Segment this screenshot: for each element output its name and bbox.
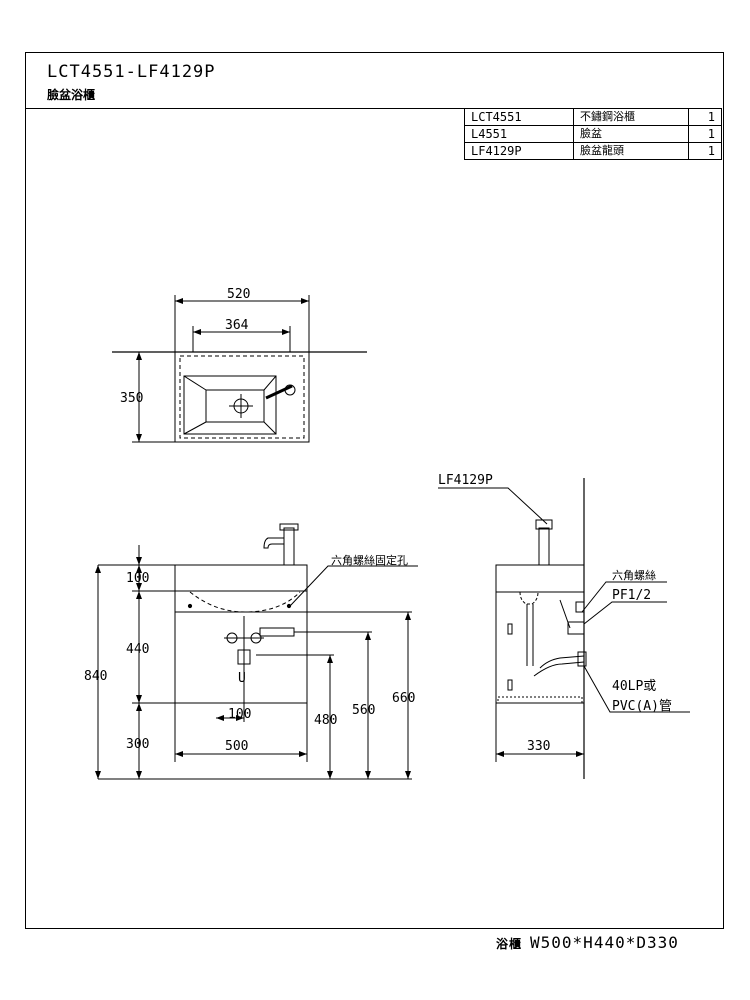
dim-top-width: 520 bbox=[227, 287, 250, 302]
screw-hole-label: 六角螺絲固定孔 bbox=[331, 553, 408, 567]
table-row: L4551 臉盆 1 bbox=[464, 125, 722, 143]
model-title: LCT4551-LF4129P bbox=[47, 62, 216, 82]
dim-top-inner: 364 bbox=[225, 318, 249, 333]
footer-spec: 浴櫃 W500*H440*D330 bbox=[496, 933, 679, 952]
dim-front-cabinet: 440 bbox=[126, 642, 149, 657]
dim-front-bottom: 300 bbox=[126, 737, 149, 752]
footer-label: 浴櫃 bbox=[496, 937, 523, 951]
dim-front-top: 100 bbox=[126, 571, 149, 586]
drain-trap-label: U bbox=[238, 671, 246, 686]
part-name: 不鏽鋼浴櫃 bbox=[573, 108, 689, 126]
dim-front-total: 840 bbox=[84, 669, 107, 684]
dim-side-depth: 330 bbox=[527, 739, 550, 754]
dim-front-drain-offset: 100 bbox=[228, 707, 251, 722]
dim-front-660: 660 bbox=[392, 691, 415, 706]
trap-label: 40LP或 bbox=[612, 679, 656, 694]
part-qty: 1 bbox=[688, 125, 722, 143]
dim-front-width: 500 bbox=[225, 739, 248, 754]
drawing-frame bbox=[25, 52, 724, 929]
side-view bbox=[438, 478, 690, 779]
top-view bbox=[112, 295, 367, 443]
front-view bbox=[95, 523, 418, 780]
model-subtitle: 臉盆浴櫃 bbox=[47, 88, 96, 102]
part-qty: 1 bbox=[688, 142, 722, 160]
faucet-leader-label: LF4129P bbox=[438, 473, 493, 488]
part-code: LCT4551 bbox=[464, 108, 574, 126]
parts-table: LCT4551 不鏽鋼浴櫃 1 L4551 臉盆 1 LF4129P 臉盆龍頭 … bbox=[464, 108, 722, 160]
pvc-label: PVC(A)管 bbox=[612, 699, 672, 714]
dim-front-560: 560 bbox=[352, 703, 375, 718]
part-name: 臉盆龍頭 bbox=[573, 142, 689, 160]
hex-screw-label: 六角螺絲 bbox=[612, 568, 656, 582]
pf-label: PF1/2 bbox=[612, 588, 651, 603]
table-row: LF4129P 臉盆龍頭 1 bbox=[464, 142, 722, 160]
table-row: LCT4551 不鏽鋼浴櫃 1 bbox=[464, 108, 722, 126]
title-divider bbox=[25, 108, 465, 109]
dim-front-480: 480 bbox=[314, 713, 337, 728]
part-qty: 1 bbox=[688, 108, 722, 126]
part-code: LF4129P bbox=[464, 142, 574, 160]
footer-dims: W500*H440*D330 bbox=[530, 933, 679, 952]
dim-top-depth: 350 bbox=[120, 391, 143, 406]
